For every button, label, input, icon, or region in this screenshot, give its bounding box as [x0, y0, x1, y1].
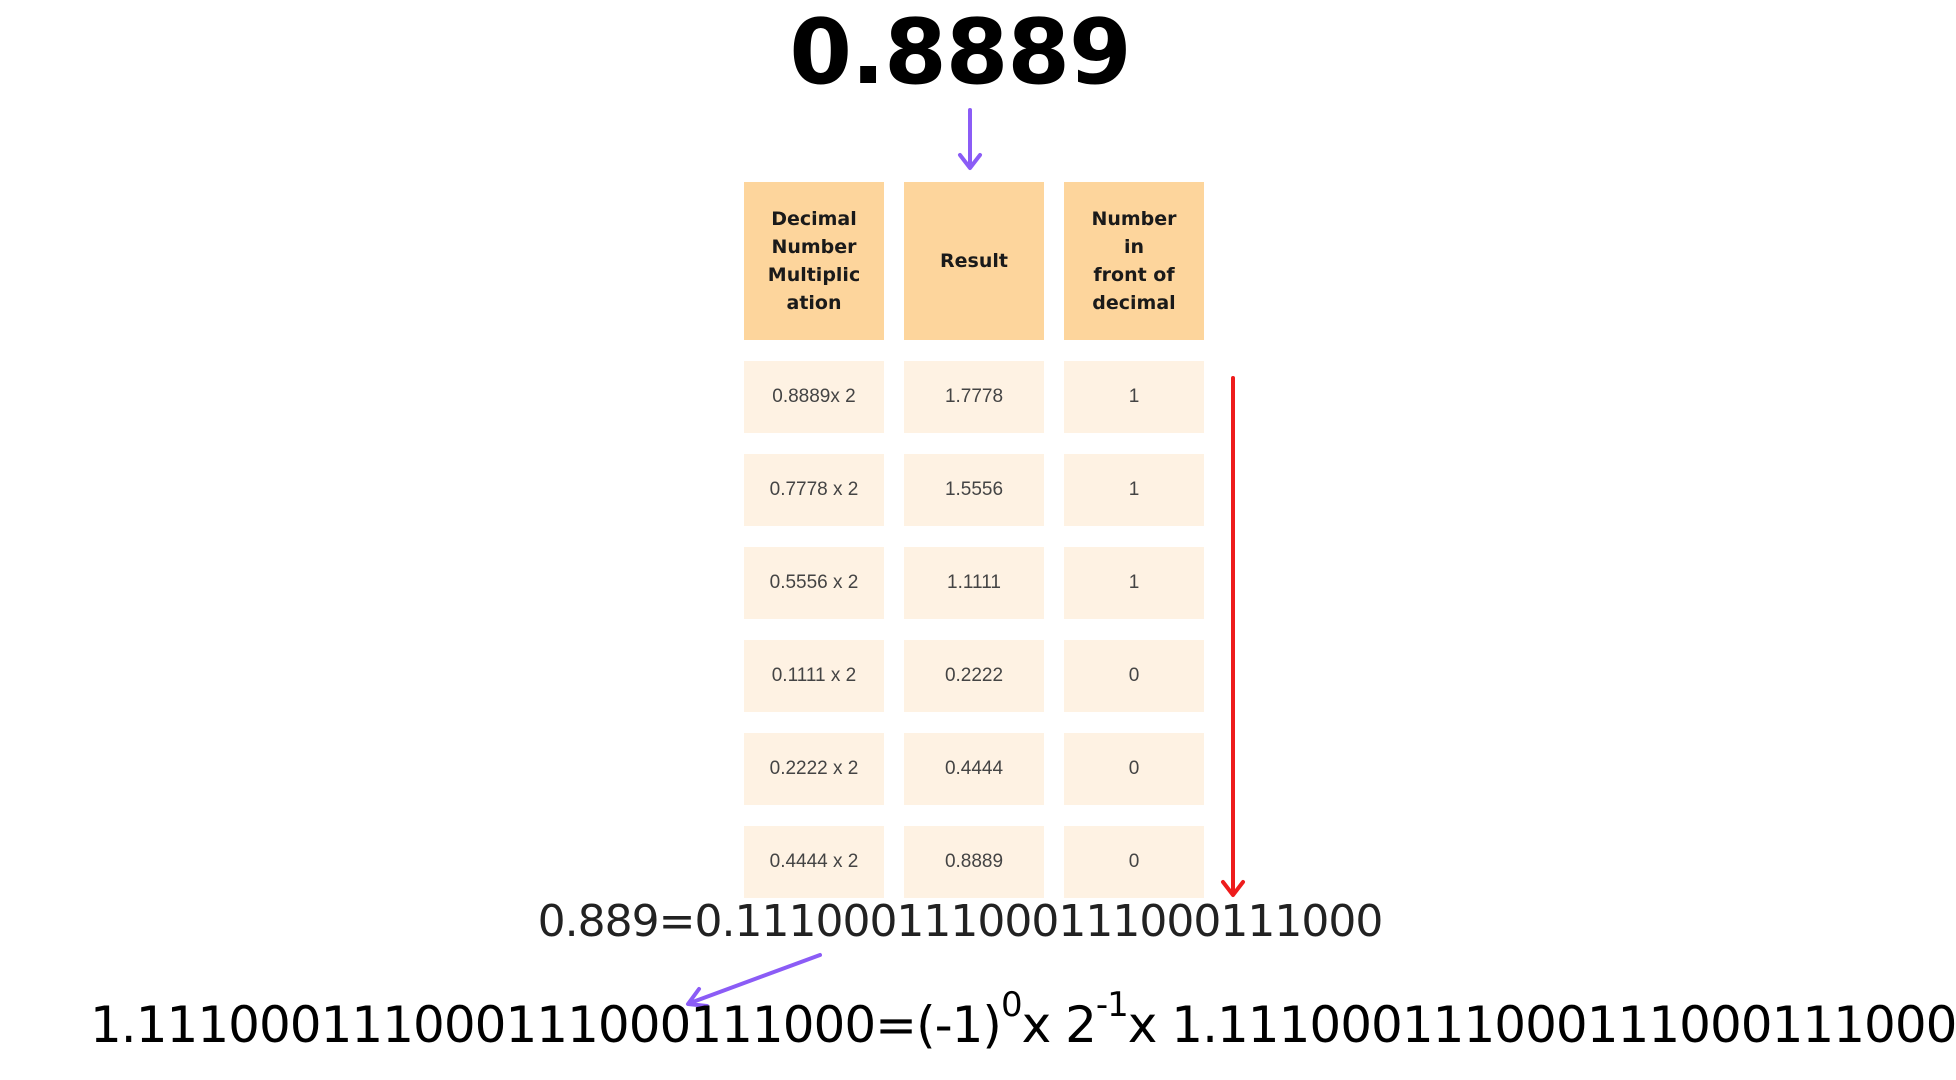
table-cell: 1.1111	[904, 547, 1044, 619]
table-cell: 0	[1064, 733, 1204, 805]
power-exponent: -1	[1095, 985, 1129, 1025]
header-decimal-multiplication: Decimal Number Multiplic ation	[744, 182, 884, 340]
table-cell: 1.7778	[904, 361, 1044, 433]
arrow-down-icon	[1221, 376, 1245, 897]
table-cell: 0.8889	[904, 826, 1044, 898]
table-cell: 1	[1064, 547, 1204, 619]
table-cell: 1	[1064, 454, 1204, 526]
equation-rhs: x 1.111000111000111000111000	[1127, 996, 1956, 1054]
table-cell: 0.1111 x 2	[744, 640, 884, 712]
table-cell: 0.4444 x 2	[744, 826, 884, 898]
equation-lhs: 1.111000111000111000111000=(-1)	[90, 996, 1002, 1054]
table-cell: 1.5556	[904, 454, 1044, 526]
table-cell: 0.2222 x 2	[744, 733, 884, 805]
page-title: 0.8889	[789, 0, 1131, 105]
header-result: Result	[904, 182, 1044, 340]
table-cell: 0.2222	[904, 640, 1044, 712]
normalized-form: 1.111000111000111000111000=(-1)0x 2-1x 1…	[90, 988, 1956, 1050]
header-number-in-front: Number in front of decimal	[1064, 182, 1204, 340]
table-cell: 0.5556 x 2	[744, 547, 884, 619]
arrow-down-icon	[958, 108, 982, 170]
table-cell: 0.8889x 2	[744, 361, 884, 433]
table-cell: 0	[1064, 826, 1204, 898]
binary-expansion: 0.889=0.111000111000111000111000	[537, 896, 1384, 947]
table-cell: 0.4444	[904, 733, 1044, 805]
sign-exponent: 0	[1000, 985, 1023, 1025]
table-cell: 0	[1064, 640, 1204, 712]
times-two: x 2	[1021, 996, 1097, 1054]
table-cell: 0.7778 x 2	[744, 454, 884, 526]
table-cell: 1	[1064, 361, 1204, 433]
